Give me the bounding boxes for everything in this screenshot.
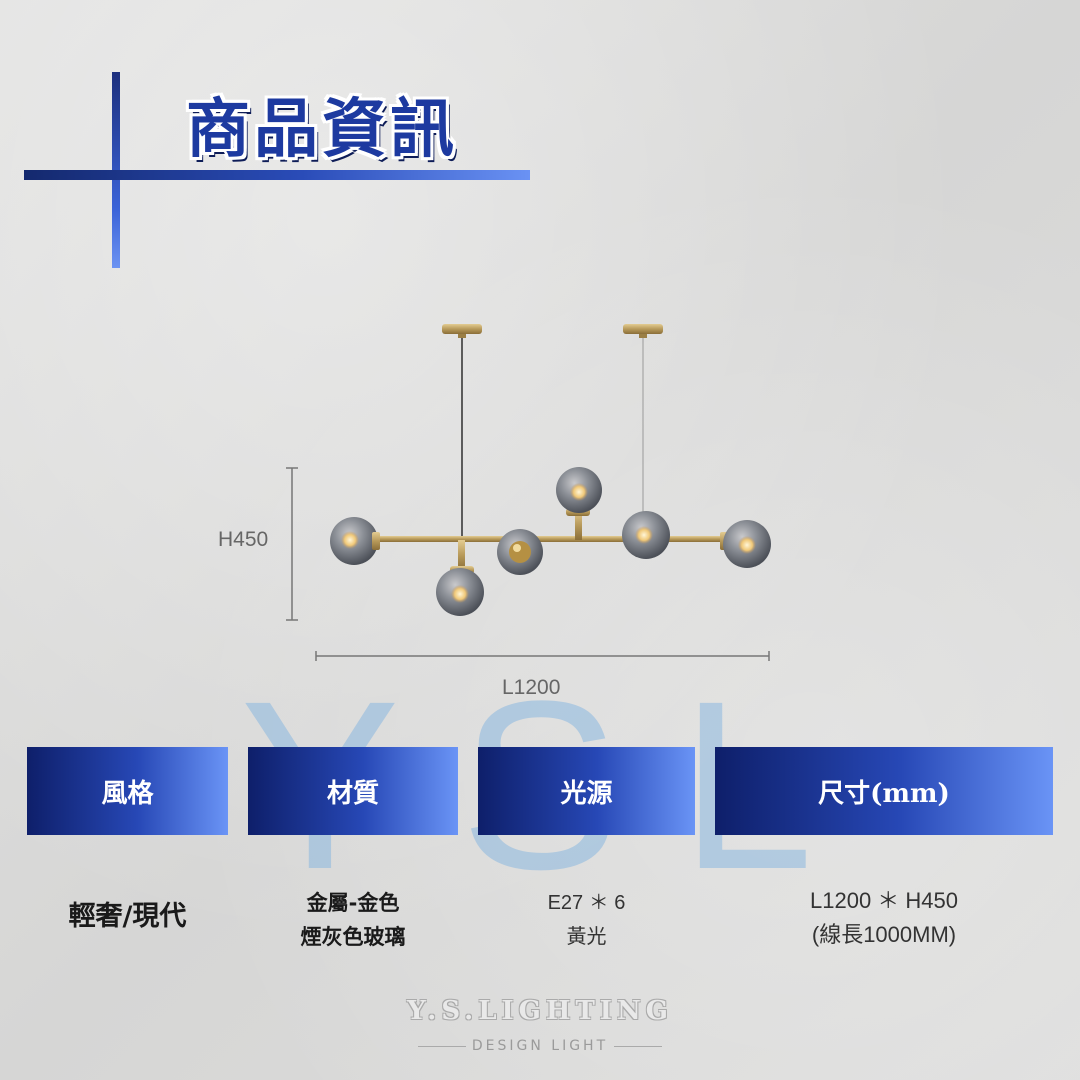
header-horizontal-line <box>24 170 530 180</box>
pendant-lamp-illustration <box>286 324 771 661</box>
canopy-left <box>442 324 482 338</box>
globe-5 <box>622 511 670 559</box>
length-label: L1200 <box>502 676 561 699</box>
brand-tagline-row: DESIGN LIGHT <box>340 1038 740 1054</box>
height-dimension-line <box>286 467 298 621</box>
size-value-line-1: L1200 ＊ H450 <box>810 888 958 913</box>
style-value-line: 輕奢/現代 <box>68 901 187 932</box>
canopy-right <box>623 324 663 338</box>
light-source-value-line-2: 黃光 <box>566 926 607 948</box>
brand-tagline: DESIGN LIGHT <box>471 1038 609 1054</box>
size-header: 尺寸(mm) <box>715 747 1053 835</box>
brass-bar <box>372 536 728 542</box>
globe-6 <box>720 520 771 568</box>
page-title: 商品資訊 <box>186 93 458 167</box>
style-header: 風格 <box>27 747 228 835</box>
tagline-rule-right <box>614 1045 663 1047</box>
globe-4 <box>556 467 602 513</box>
globe-2 <box>436 568 484 616</box>
light-source-value-line-1: E27 ＊ 6 <box>547 892 626 914</box>
material-header: 材質 <box>248 747 458 835</box>
tagline-rule-left <box>417 1045 466 1047</box>
globe-1 <box>330 517 380 565</box>
light-source-header: 光源 <box>478 747 695 835</box>
globe-3 <box>497 529 543 575</box>
size-value-line-2: (線長1000MM) <box>811 922 957 947</box>
brand-name: Y.S.LIGHTING <box>407 996 673 1026</box>
style-header-label: 風格 <box>101 778 154 809</box>
material-value: 金屬-金色 煙灰色玻璃 <box>248 886 458 954</box>
height-label: H450 <box>218 528 269 551</box>
light-source-header-label: 光源 <box>560 778 613 809</box>
light-source-value: E27 ＊ 6 黃光 <box>478 886 695 954</box>
size-header-label: 尺寸(mm) <box>818 778 950 809</box>
material-value-line-2: 煙灰色玻璃 <box>300 925 406 949</box>
material-value-line-1: 金屬-金色 <box>306 891 400 915</box>
size-value: L1200 ＊ H450 (線長1000MM) <box>715 884 1053 952</box>
length-dimension-line <box>315 651 770 661</box>
style-value: 輕奢/現代 <box>27 900 228 934</box>
material-header-label: 材質 <box>326 778 379 809</box>
